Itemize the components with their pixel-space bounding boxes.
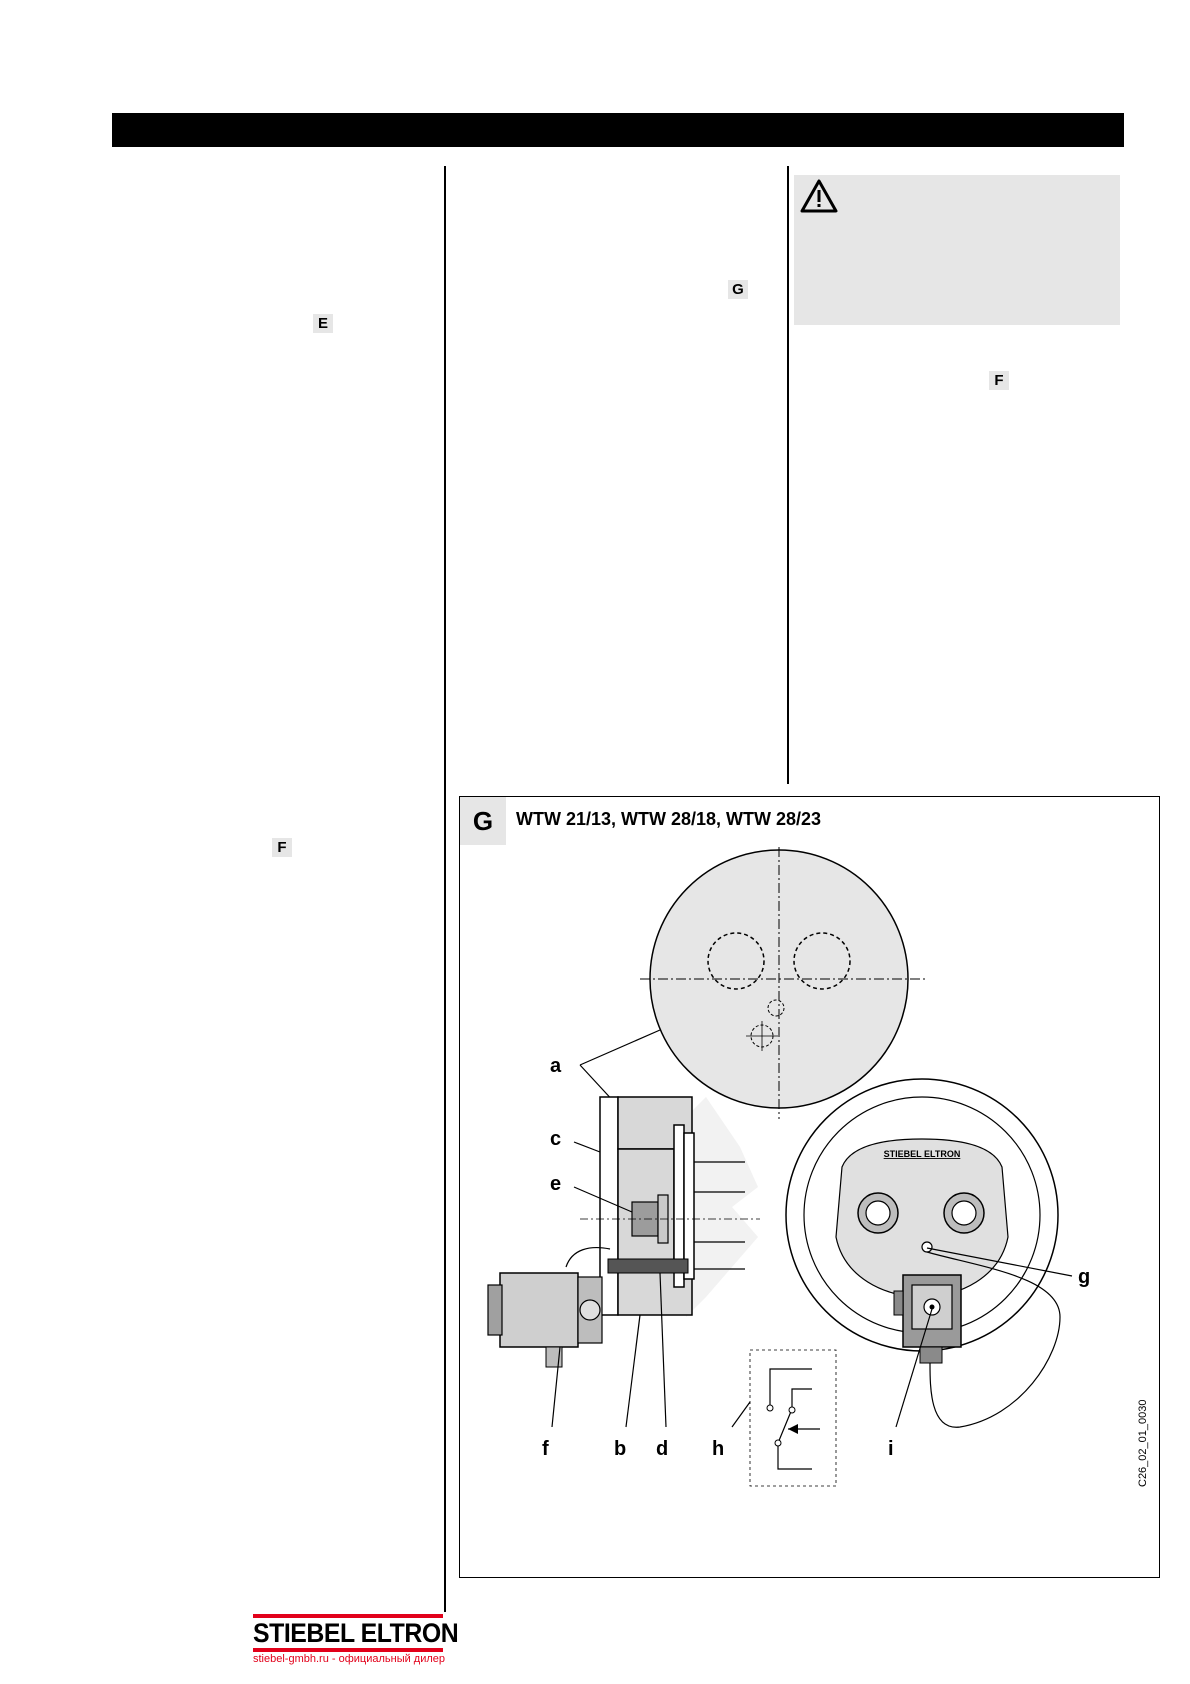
label-h: h [712, 1438, 724, 1460]
label-e: e [550, 1173, 561, 1195]
logo-tagline: stiebel-gmbh.ru - официальный дилер [253, 1653, 446, 1665]
warning-icon [800, 179, 838, 213]
figure-tab: G [460, 797, 506, 845]
warning-box [794, 175, 1120, 325]
figure-ref-f-right: F [989, 371, 1009, 390]
logo-wordmark: STIEBEL ELTRON [253, 1618, 459, 1648]
label-i: i [888, 1438, 894, 1460]
footer-logo: STIEBEL ELTRON stiebel-gmbh.ru - официал… [253, 1614, 459, 1665]
column-divider-right [787, 166, 789, 784]
label-b: b [614, 1438, 626, 1460]
logo-red-bar-bottom [253, 1648, 443, 1652]
figure-ref-e: E [313, 314, 333, 333]
label-d: d [656, 1438, 668, 1460]
label-f: f [542, 1438, 549, 1460]
flange-section-view [487, 1096, 760, 1368]
tank-front-view [785, 1078, 1061, 1428]
drawing-code: C26_02_01_0030 [1137, 1400, 1149, 1487]
device-brand: STIEBEL ELTRON [884, 1149, 961, 1159]
logo-red-bar [253, 1614, 443, 1618]
column-divider-left [444, 166, 446, 1612]
flange-top-view [640, 847, 925, 1119]
label-g: g [1078, 1266, 1090, 1288]
switch-schematic [749, 1349, 837, 1487]
figure-title: WTW 21/13, WTW 28/18, WTW 28/23 [516, 809, 822, 829]
label-c: c [550, 1128, 561, 1150]
label-a: a [550, 1055, 562, 1077]
figure-ref-g: G [728, 280, 748, 299]
technical-drawing: a c e [487, 847, 1149, 1487]
figure-g: a c e [459, 796, 1160, 1578]
figure-ref-f-left: F [272, 838, 292, 857]
header-bar [112, 113, 1124, 147]
